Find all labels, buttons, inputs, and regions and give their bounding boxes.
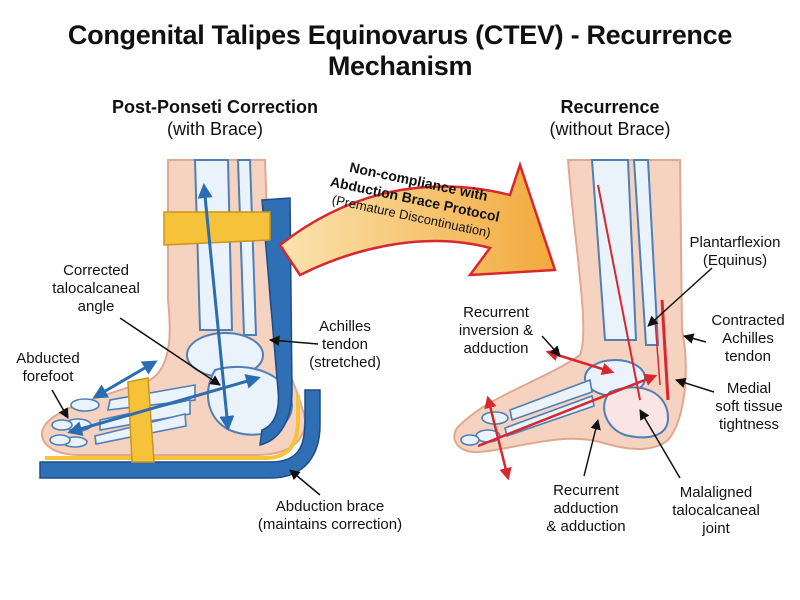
abducted-forefoot-arrow bbox=[92, 360, 158, 399]
label-recurrent-inversion: Recurrent inversion & adduction bbox=[458, 304, 534, 357]
label-medial-tightness: Medial soft tissue tightness bbox=[715, 380, 783, 433]
transition-arrow bbox=[278, 161, 557, 277]
left-tibia bbox=[193, 159, 234, 331]
label-malaligned-joint: Malaligned talocalcaneal joint bbox=[672, 484, 760, 537]
right-tibia bbox=[590, 159, 638, 341]
left-foot-axis-arrow bbox=[67, 374, 261, 436]
forefoot-adduction-arrow bbox=[484, 395, 512, 481]
label-abducted-forefoot: Abducted forefoot bbox=[16, 350, 80, 385]
left-heading-subtitle: (with Brace) bbox=[166, 119, 264, 139]
label-abduction-brace: Abduction brace (maintains correction) bbox=[257, 498, 403, 533]
right-fibula bbox=[632, 159, 660, 346]
right-heading-subtitle: (without Brace) bbox=[549, 119, 671, 139]
leader-arrows bbox=[51, 267, 715, 496]
label-recurrent-adduction: Recurrent adduction & adduction bbox=[546, 482, 626, 535]
label-achilles-stretched: Achilles tendon (stretched) bbox=[309, 318, 381, 371]
right-calcaneus bbox=[603, 386, 670, 439]
left-fibula bbox=[236, 159, 258, 336]
abduction-brace-sole bbox=[39, 389, 321, 479]
label-plantarflexion: Plantarflexion (Equinus) bbox=[689, 234, 781, 269]
abduction-brace-strap bbox=[163, 211, 271, 246]
right-heading-title: Recurrence bbox=[560, 97, 660, 117]
right-panel-heading: Recurrence (without Brace) bbox=[510, 96, 710, 140]
right-foot-illustration bbox=[453, 159, 687, 481]
abduction-brace-upright bbox=[259, 197, 293, 446]
left-heading-title: Post-Ponseti Correction bbox=[111, 97, 319, 117]
page-title: Congenital Talipes Equinovarus (CTEV) - … bbox=[67, 20, 733, 81]
left-foot-illustration bbox=[39, 159, 321, 479]
label-corrected-angle: Corrected talocalcaneal angle bbox=[52, 262, 140, 315]
label-contracted-achilles: Contracted Achilles tendon bbox=[711, 312, 785, 365]
left-panel-heading: Post-Ponseti Correction (with Brace) bbox=[90, 96, 340, 140]
